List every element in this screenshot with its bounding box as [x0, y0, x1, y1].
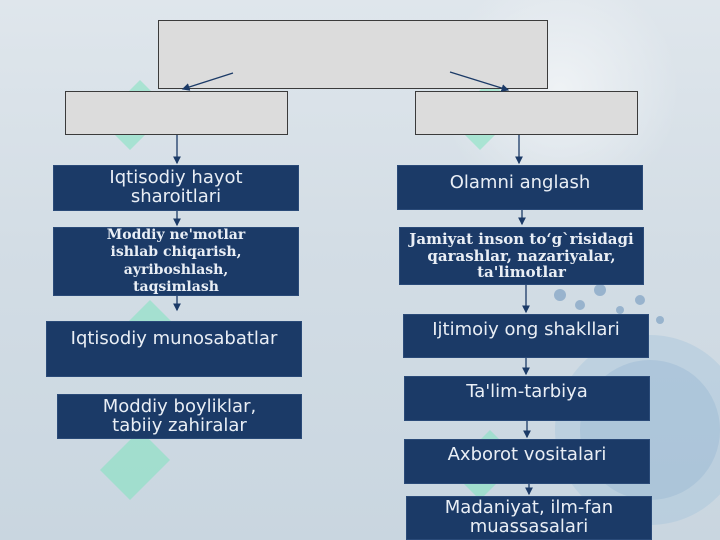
right-box-2: Jamiyat inson to‘g`risidagi qarashlar, n…: [399, 227, 644, 285]
left-box-1: Iqtisodiy hayot sharoitlari: [53, 165, 299, 211]
right-branch-box: [415, 91, 638, 135]
left-box-4: Moddiy boyliklar, tabiiy zahiralar: [57, 394, 302, 439]
right-box-6: Madaniyat, ilm-fan muassasalari: [406, 496, 652, 540]
left-branch-box: [65, 91, 288, 135]
right-box-1: Olamni anglash: [397, 165, 643, 210]
top-box: [158, 20, 548, 89]
left-box-2: Moddiy ne'motlar ishlab chiqarish, ayrib…: [53, 227, 299, 296]
right-box-4: Ta'lim-tarbiya: [404, 376, 650, 421]
right-box-5: Axborot vositalari: [404, 439, 650, 484]
right-box-3: Ijtimoiy ong shakllari: [403, 314, 649, 358]
left-box-3: Iqtisodiy munosabatlar: [46, 321, 302, 377]
